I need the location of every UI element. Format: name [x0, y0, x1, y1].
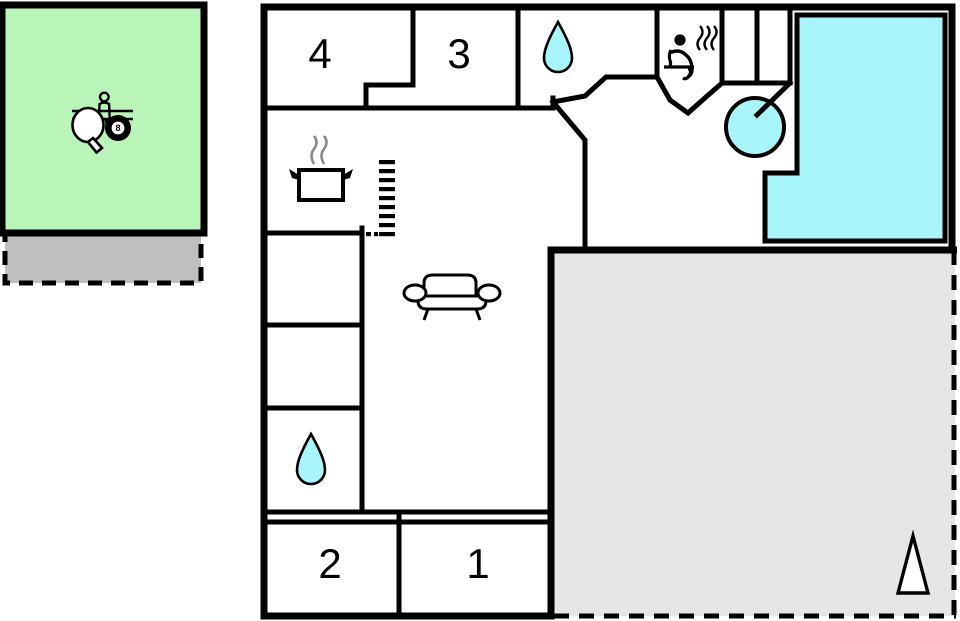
- house-interior-fill: [264, 7, 952, 616]
- staircase-icon: [366, 160, 395, 237]
- parasol-icon: [895, 529, 931, 595]
- svg-text:8: 8: [115, 123, 120, 133]
- swimming-pool-fill: [762, 12, 948, 244]
- room-number-2: 2: [318, 540, 341, 587]
- kitchen-icon: [289, 135, 353, 202]
- bathroom-upper-icon: [542, 19, 574, 74]
- bathroom-lower-icon: [295, 431, 327, 486]
- games-room-icon: 8: [71, 91, 133, 155]
- room-number-1: 1: [466, 540, 489, 587]
- room-number-4: 4: [308, 30, 331, 77]
- house-outer-wall: [260, 3, 956, 620]
- games-room-outline: [0, 1, 208, 237]
- swimming-pool-area: [762, 12, 948, 244]
- interior-walls: [261, 4, 794, 619]
- wall-hall-right: [549, 98, 588, 253]
- wall-pool-room-diagonal: [753, 79, 794, 119]
- games-room-patio-fill: [5, 233, 201, 283]
- terrace-fill: [551, 250, 955, 616]
- living-room-icon: [402, 273, 502, 321]
- terrace-area: [547, 246, 957, 619]
- sauna-icon: [664, 25, 718, 81]
- whirlpool-circle: [724, 96, 786, 158]
- wall-diagonal-upper-left: [550, 74, 660, 105]
- whirlpool-icon: [724, 96, 786, 158]
- wall-sauna-vestibule: [653, 4, 725, 117]
- games-room-patio-area: [2, 230, 204, 286]
- house-shell: [260, 3, 956, 620]
- room-number-3: 3: [447, 30, 470, 77]
